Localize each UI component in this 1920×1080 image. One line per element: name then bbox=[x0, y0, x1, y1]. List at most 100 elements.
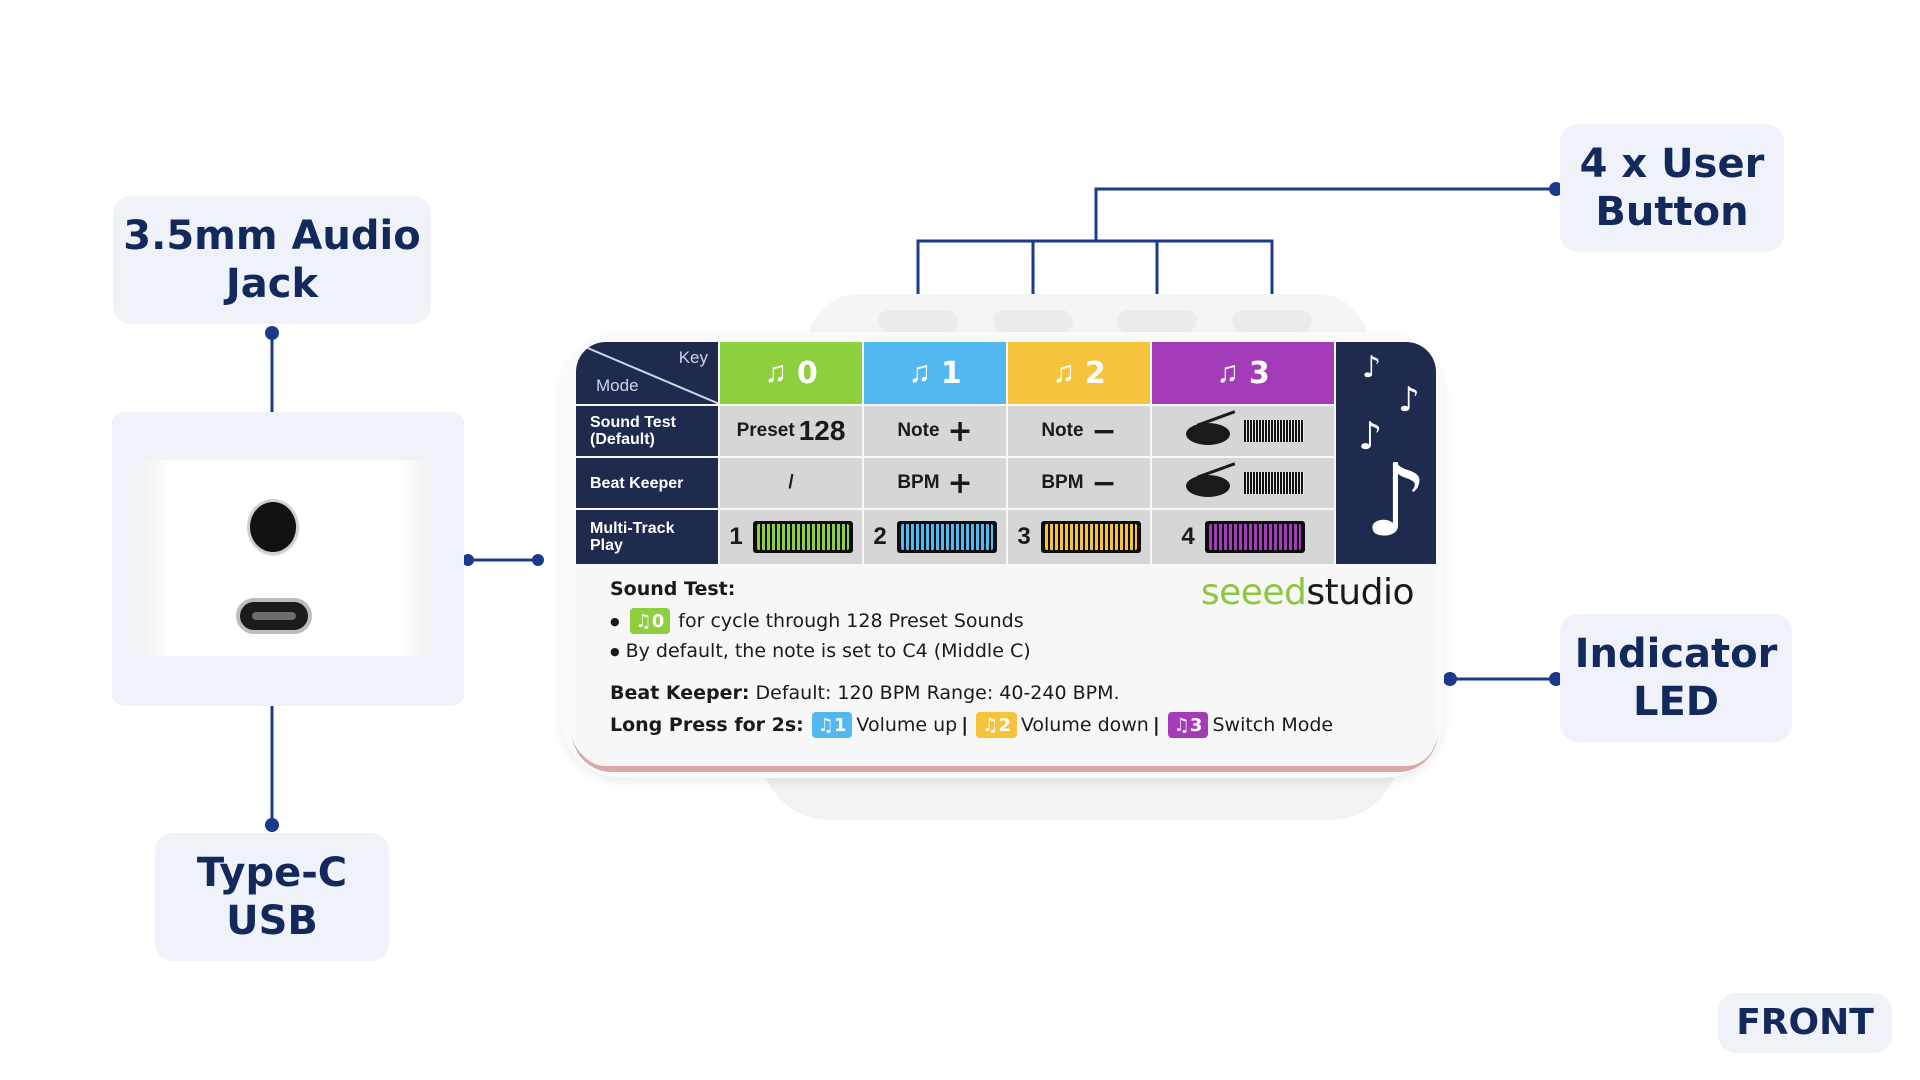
track-3-wave bbox=[1040, 521, 1141, 553]
mode-sound-test: Sound Test (Default) bbox=[576, 406, 718, 456]
sound-test-title: Sound Test: bbox=[610, 578, 736, 600]
mode-multi-track: Multi-Track Play bbox=[576, 510, 718, 564]
cell-bpm-up: BPM + bbox=[864, 458, 1006, 508]
type-c-callout: Type-C USB bbox=[155, 833, 389, 961]
music-note-icon: ♪ bbox=[1398, 380, 1420, 420]
bullet-1: ● ♫0 for cycle through 128 Preset Sounds bbox=[610, 608, 1024, 634]
waveform-icon bbox=[1044, 524, 1137, 550]
key-2-number: 2 bbox=[1084, 355, 1106, 391]
note-down-text: Note bbox=[1041, 420, 1084, 441]
brand-part1: seeed bbox=[1200, 572, 1307, 613]
minus-icon: − bbox=[1091, 413, 1117, 449]
beat-keeper-line: Beat Keeper: Default: 120 BPM Range: 40-… bbox=[610, 682, 1120, 704]
cell-note-down: Note − bbox=[1008, 406, 1150, 456]
chip-key-3: ♫3 bbox=[1167, 712, 1209, 738]
type-c-label: Type-C USB bbox=[196, 850, 348, 944]
minus-icon: − bbox=[1091, 465, 1117, 501]
volume-up-text: Volume up bbox=[856, 714, 958, 736]
smiling-note-icon: ♪ bbox=[1364, 442, 1428, 559]
cell-slash: / bbox=[720, 458, 862, 508]
key-3-number: 3 bbox=[1248, 355, 1270, 391]
bullet-2-text: By default, the note is set to C4 (Middl… bbox=[625, 640, 1031, 662]
indicator-led-callout: Indicator LED bbox=[1560, 614, 1792, 742]
music-note-icon: ♫ bbox=[1216, 356, 1239, 389]
cell-track-2: 2 bbox=[864, 510, 1006, 564]
user-button-3[interactable] bbox=[1232, 310, 1312, 332]
user-button-0[interactable] bbox=[878, 310, 958, 332]
separator: | bbox=[961, 714, 969, 736]
music-note-icon: ♫ bbox=[1052, 356, 1075, 389]
track-1-number: 1 bbox=[729, 523, 743, 550]
music-note-icon: ♪ bbox=[1362, 350, 1382, 385]
type-c-dot bbox=[265, 818, 279, 832]
bullet-icon: ● bbox=[610, 614, 620, 628]
usb-c-port bbox=[236, 598, 312, 634]
key-mode-header: Key Mode bbox=[576, 342, 718, 404]
cell-note-up: Note + bbox=[864, 406, 1006, 456]
sticker-edge bbox=[572, 344, 1438, 772]
user-button-dot bbox=[1549, 182, 1563, 196]
bpm-down-text: BPM bbox=[1041, 472, 1084, 493]
user-button-leader-branch bbox=[916, 239, 1274, 318]
audio-jack-label: 3.5mm Audio Jack bbox=[123, 213, 421, 307]
user-button-2[interactable] bbox=[1117, 310, 1197, 332]
indicator-led-label: Indicator LED bbox=[1574, 631, 1778, 725]
waveform-icon bbox=[1244, 472, 1304, 494]
note-up-text: Note bbox=[897, 420, 940, 441]
chip-key-0: ♫0 bbox=[629, 608, 671, 634]
mode-label: Mode bbox=[596, 376, 639, 395]
waveform-icon bbox=[756, 524, 849, 550]
key-1-number: 1 bbox=[940, 355, 962, 391]
bullet-1-text: for cycle through 128 Preset Sounds bbox=[678, 610, 1024, 632]
music-note-icon: ♫ bbox=[908, 356, 931, 389]
audio-jack-callout: 3.5mm Audio Jack bbox=[113, 196, 431, 324]
track-1-wave bbox=[752, 521, 853, 553]
indicator-led-dot bbox=[1443, 672, 1457, 686]
waveform-icon bbox=[1208, 524, 1301, 550]
cell-preset: Preset 128 bbox=[720, 406, 862, 456]
slash-text: / bbox=[788, 472, 794, 493]
cell-track-1: 1 bbox=[720, 510, 862, 564]
beat-keeper-text: Default: 120 BPM Range: 40-240 BPM. bbox=[755, 682, 1120, 704]
key-1-header: ♫ 1 bbox=[864, 342, 1006, 404]
track-2-wave bbox=[896, 521, 997, 553]
preset-text: Preset bbox=[736, 420, 795, 441]
chip-key-1: ♫1 bbox=[811, 712, 853, 738]
long-press-title: Long Press for 2s: bbox=[610, 714, 804, 736]
bpm-up-text: BPM bbox=[897, 472, 940, 493]
music-note-icon: ♪ bbox=[1358, 414, 1383, 458]
track-2-number: 2 bbox=[873, 523, 887, 550]
indicator-led-dot-right bbox=[1549, 672, 1563, 686]
mode-beat-keeper: Beat Keeper bbox=[576, 458, 718, 508]
user-button-1[interactable] bbox=[993, 310, 1073, 332]
beat-keeper-title: Beat Keeper: bbox=[610, 682, 750, 704]
volume-down-text: Volume down bbox=[1020, 714, 1149, 736]
track-4-wave bbox=[1204, 521, 1305, 553]
plus-icon: + bbox=[947, 413, 973, 449]
user-button-callout: 4 x User Button bbox=[1560, 124, 1784, 252]
closeup-dot-left bbox=[462, 554, 474, 566]
music-note-icon: ♫ bbox=[764, 356, 787, 389]
drum-icon bbox=[1182, 467, 1238, 499]
cell-bpm-down: BPM − bbox=[1008, 458, 1150, 508]
view-label: FRONT bbox=[1736, 1002, 1874, 1043]
key-0-number: 0 bbox=[796, 355, 818, 391]
closeup-dot-right bbox=[532, 554, 544, 566]
seeed-studio-logo: seeedstudio bbox=[1200, 572, 1415, 613]
drum-icon bbox=[1182, 415, 1238, 447]
plus-icon: + bbox=[947, 465, 973, 501]
cell-track-3: 3 bbox=[1008, 510, 1150, 564]
key-label: Key bbox=[678, 348, 708, 367]
music-notes-panel: ♪ ♪ ♪ ♪ bbox=[1336, 342, 1436, 564]
cell-drum-beat bbox=[1152, 458, 1334, 508]
cell-drum-sound bbox=[1152, 406, 1334, 456]
audio-jack-dot bbox=[265, 326, 279, 340]
user-button-leader-main bbox=[1094, 187, 1556, 241]
key-3-header: ♫ 3 bbox=[1152, 342, 1334, 404]
key-0-header: ♫ 0 bbox=[720, 342, 862, 404]
cell-track-4: 4 bbox=[1152, 510, 1334, 564]
track-4-number: 4 bbox=[1181, 523, 1195, 550]
separator: | bbox=[1152, 714, 1160, 736]
key-mode-table: Key Mode ♫ 0 ♫ 1 ♫ 2 ♫ 3 ♪ ♪ ♪ ♪ Sound T… bbox=[576, 342, 1436, 564]
long-press-line: Long Press for 2s: ♫1 Volume up | ♫2 Vol… bbox=[610, 712, 1333, 738]
